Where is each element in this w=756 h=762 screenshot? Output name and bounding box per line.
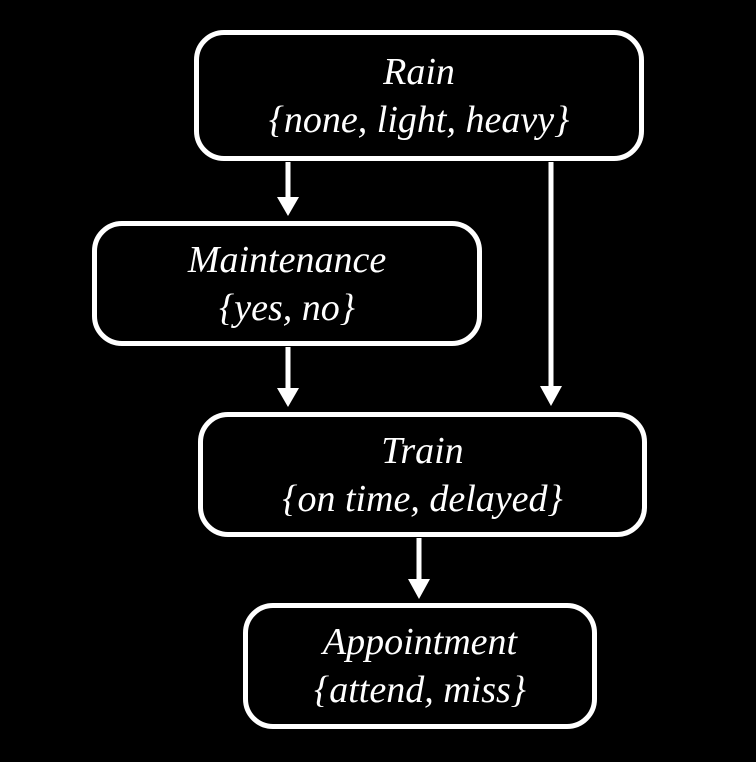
edge-maintenance-to-train-arrowhead-icon — [277, 388, 299, 407]
node-rain: Rain {none, light, heavy} — [194, 30, 644, 161]
node-rain-label: Rain — [383, 50, 455, 93]
node-train-label: Train — [381, 429, 464, 472]
node-appointment: Appointment {attend, miss} — [243, 603, 597, 729]
edge-train-to-appointment-arrowhead-icon — [408, 579, 430, 599]
edge-rain-to-maintenance-arrowhead-icon — [277, 197, 299, 216]
edge-rain-to-train — [540, 162, 562, 406]
node-maintenance-values: {yes, no} — [219, 286, 355, 329]
edge-train-to-appointment — [408, 538, 430, 599]
node-maintenance-label: Maintenance — [187, 238, 387, 281]
node-train: Train {on time, delayed} — [198, 412, 647, 537]
node-rain-values: {none, light, heavy} — [268, 98, 570, 141]
edge-maintenance-to-train — [277, 347, 299, 407]
node-train-values: {on time, delayed} — [282, 477, 563, 520]
edge-rain-to-maintenance — [277, 162, 299, 216]
node-maintenance: Maintenance {yes, no} — [92, 221, 482, 346]
node-appointment-label: Appointment — [322, 621, 518, 663]
node-appointment-values: {attend, miss} — [314, 669, 526, 711]
edge-rain-to-train-arrowhead-icon — [540, 386, 562, 406]
